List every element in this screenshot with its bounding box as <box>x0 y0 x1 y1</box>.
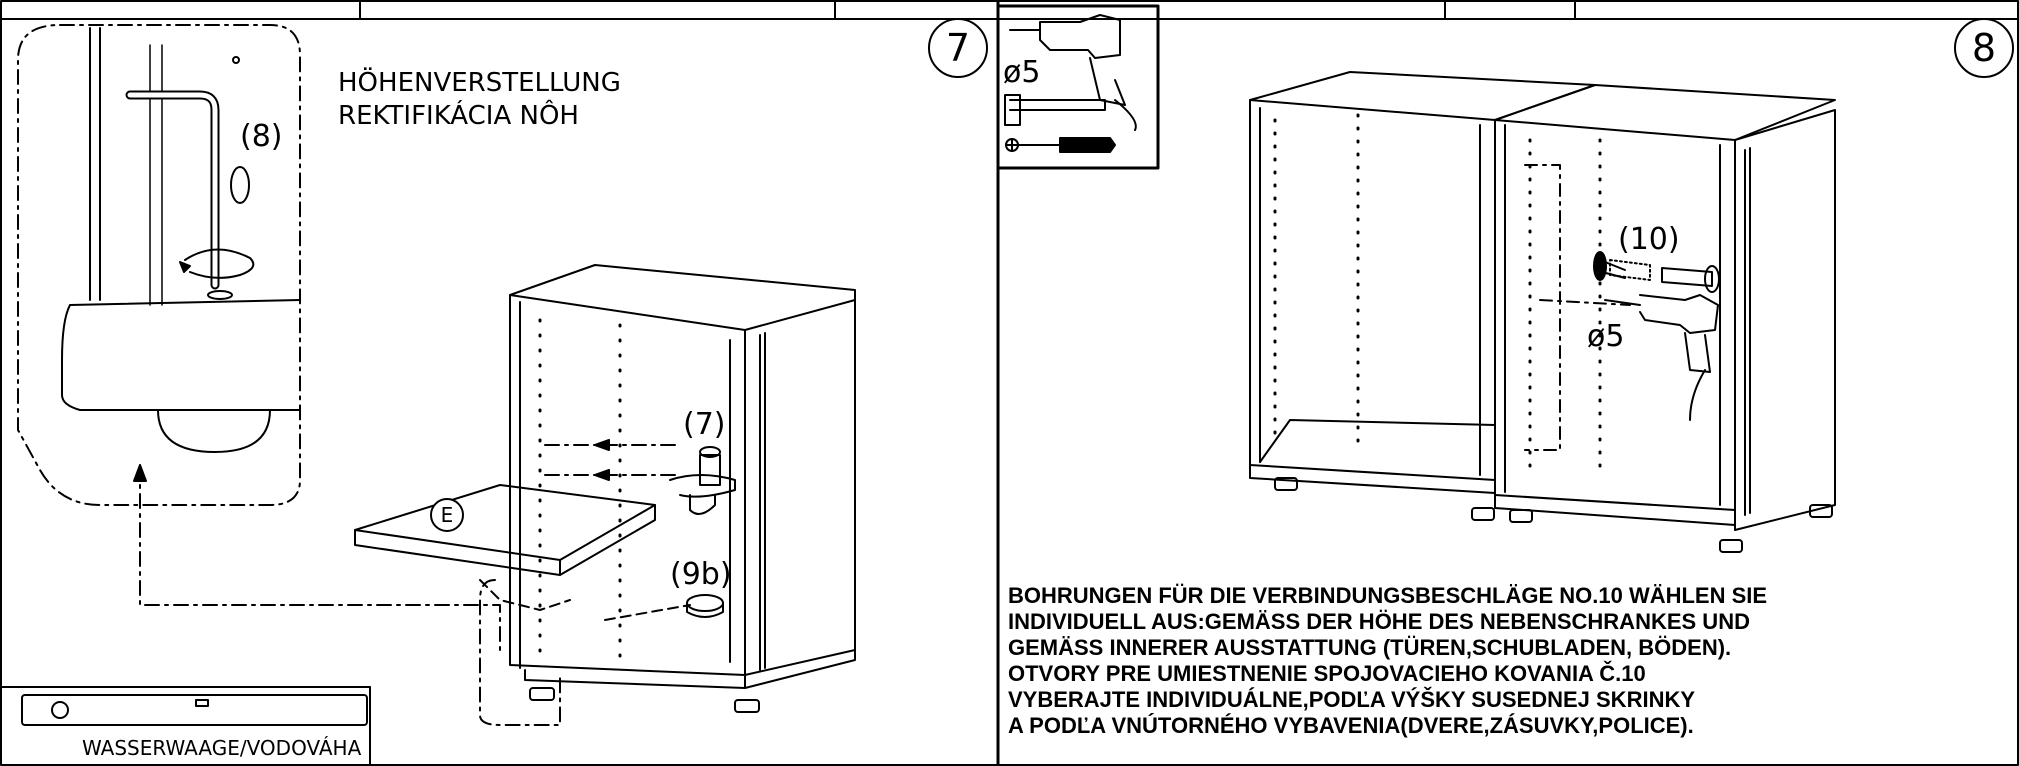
callout-leveler: (8) <box>240 119 283 154</box>
step-number-8: 8 <box>1954 18 2014 78</box>
instruction-line: GEMÄSS INNERER AUSSTATTUNG (TÜREN,SCHUBL… <box>1008 635 1732 660</box>
callout-pin: (7) <box>683 407 726 442</box>
instruction-line: BOHRUNGEN FÜR DIE VERBINDUNGSBESCHLÄGE N… <box>1008 583 1768 608</box>
title-sk: REKTIFIKÁCIA NÔH <box>338 101 579 131</box>
callout-cap: (9b) <box>670 557 732 592</box>
level-tool-label: WASSERWAAGE/VODOVÁHA <box>82 736 362 760</box>
title-de: HÖHENVERSTELLUNG <box>338 68 621 98</box>
instruction-text: BOHRUNGEN FÜR DIE VERBINDUNGSBESCHLÄGE N… <box>1008 583 2008 739</box>
instruction-line: OTVORY PRE UMIESTNENIE SPOJOVACIEHO KOVA… <box>1008 661 1646 686</box>
tools-drill-size: ø5 <box>1003 55 1041 90</box>
instruction-line: INDIVIDUELL AUS:GEMÄSS DER HÖHE DES NEBE… <box>1008 609 1750 634</box>
step7-illustration <box>1 24 856 766</box>
instruction-line: A PODĽA VNÚTORNÉHO VYBAVENIA(DVERE,ZÁSUV… <box>1008 713 1694 738</box>
drill-size: ø5 <box>1587 319 1625 354</box>
callout-connector: (10) <box>1618 222 1680 257</box>
shelf-label-e: E <box>430 498 464 532</box>
step-number-7: 7 <box>928 18 988 78</box>
instruction-line: VYBERAJTE INDIVIDUÁLNE,PODĽA VÝŠKY SUSED… <box>1008 687 1696 712</box>
